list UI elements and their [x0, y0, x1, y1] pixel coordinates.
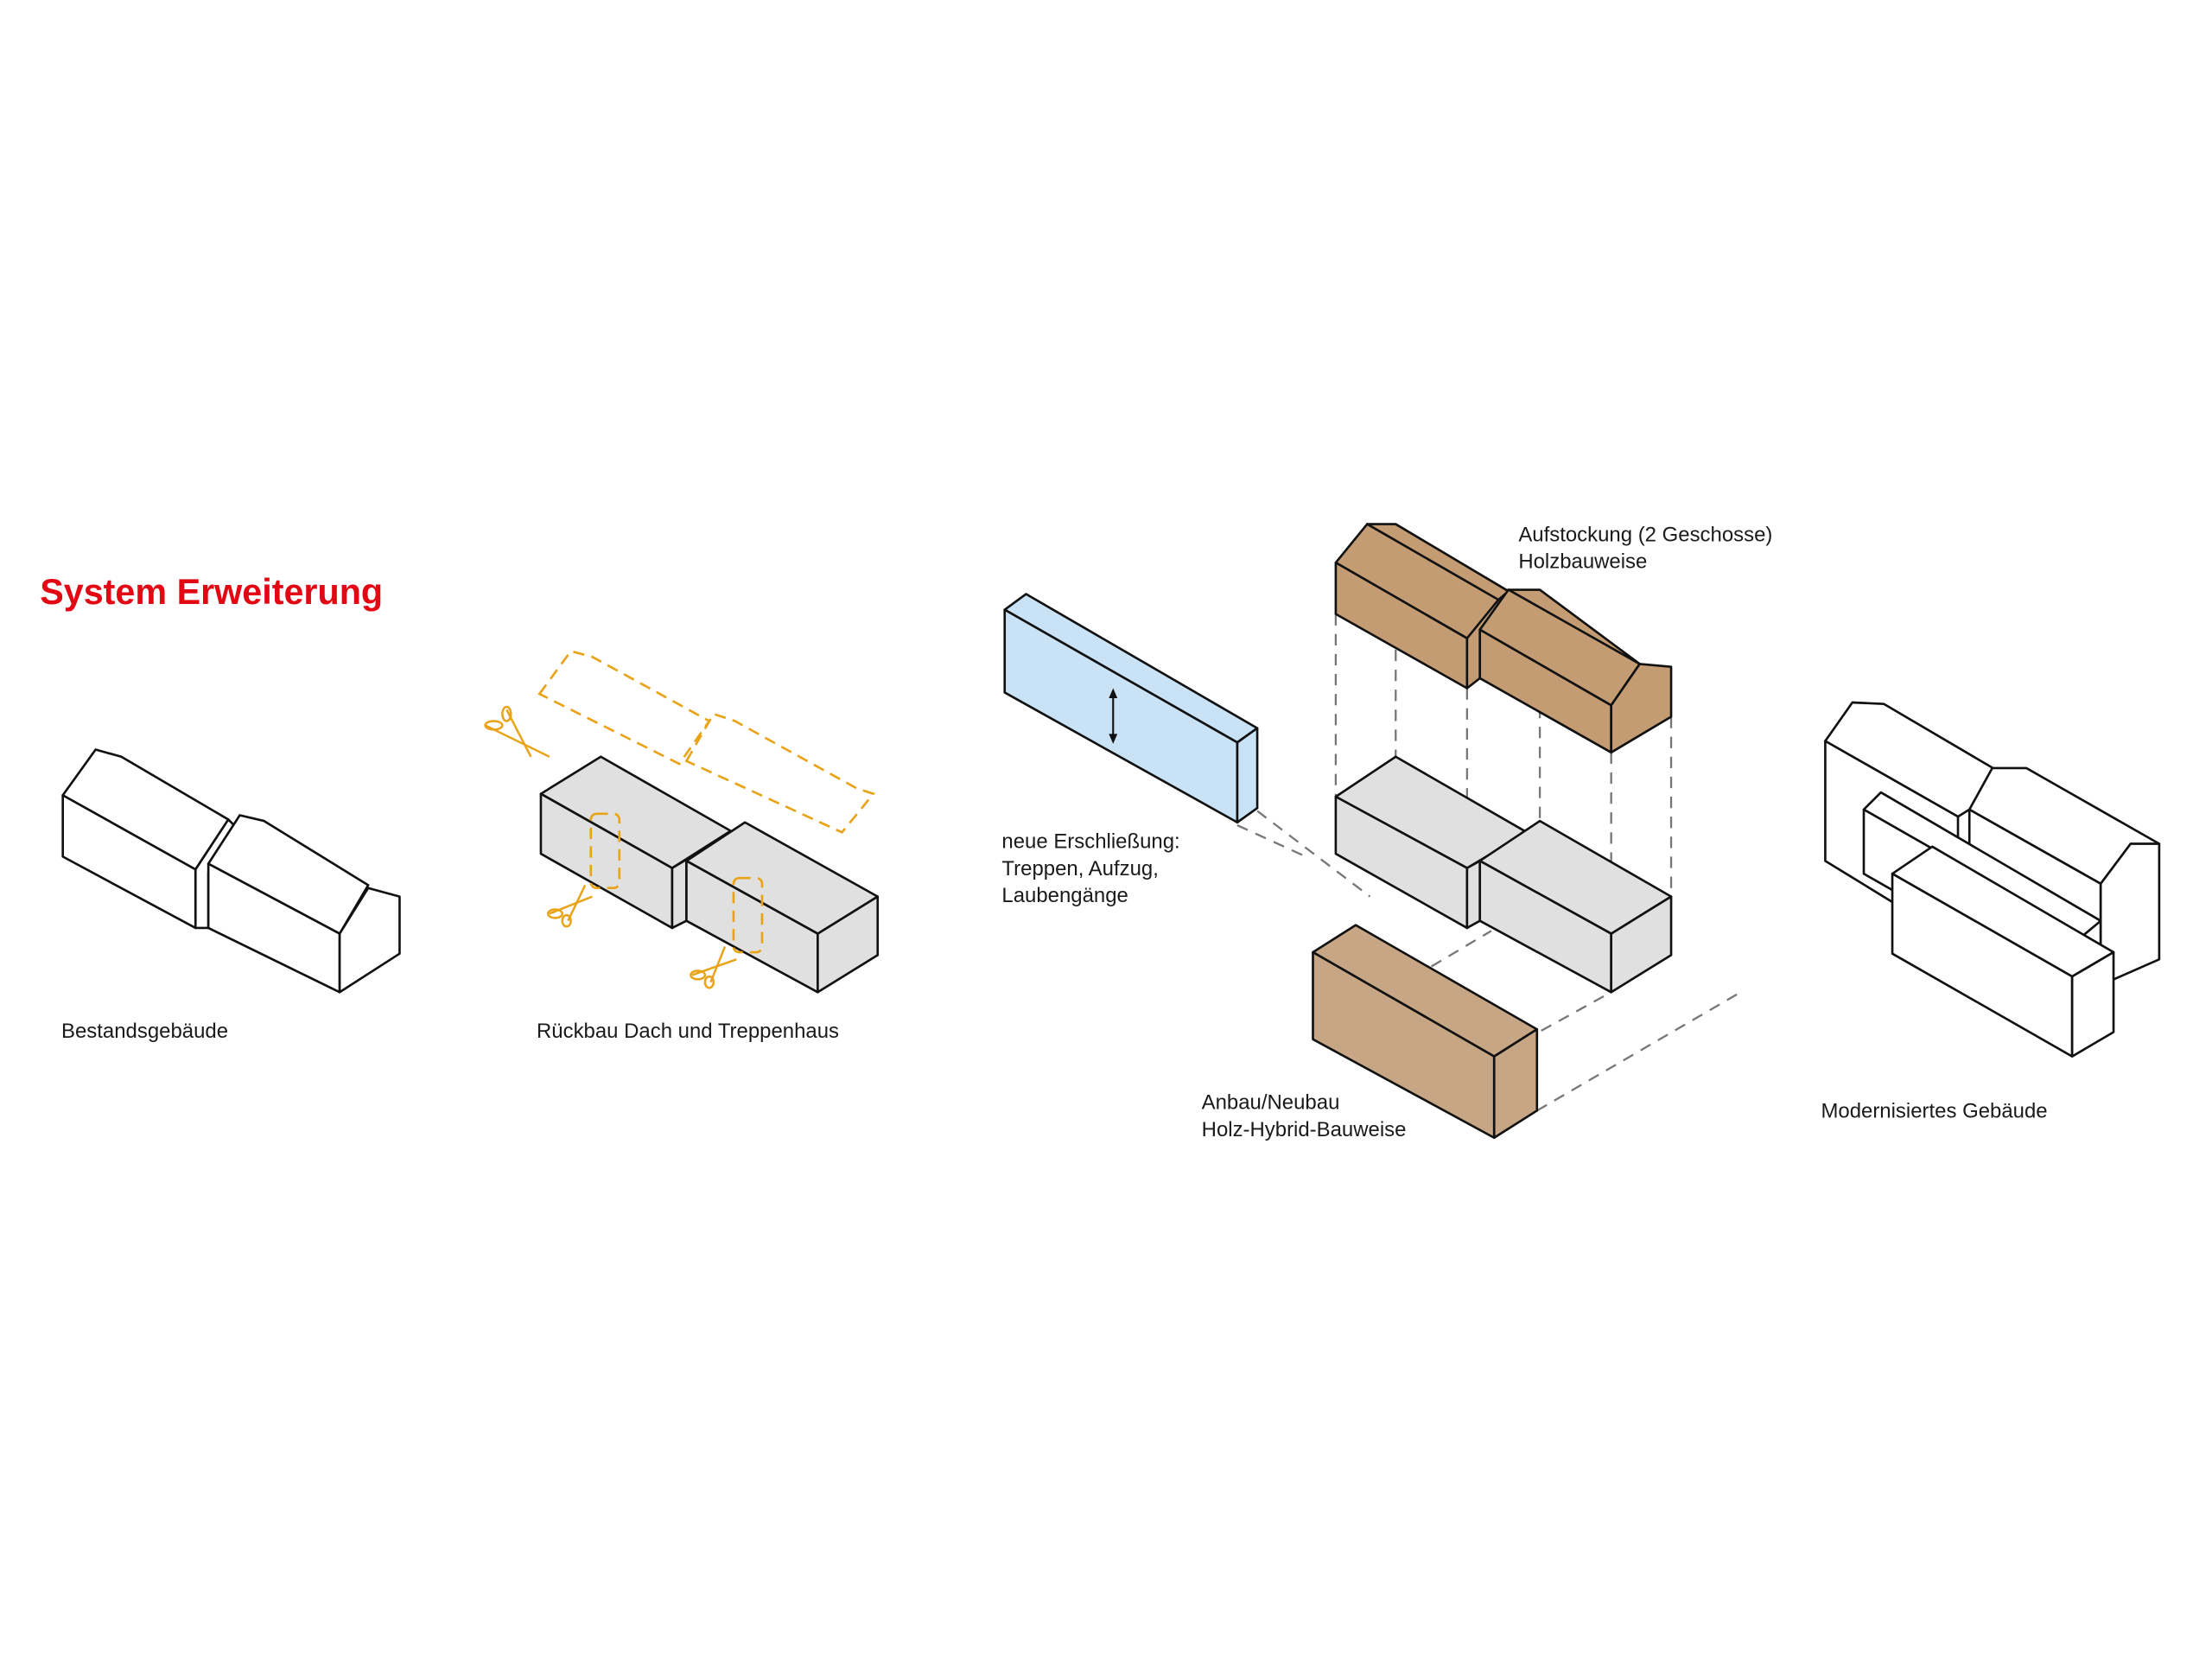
- label-existing-building: Bestandsgebäude: [61, 1020, 228, 1043]
- scissors-icon: [546, 884, 593, 928]
- label-new-access: neue Erschließung: Treppen, Aufzug, Laub…: [1001, 830, 1185, 907]
- modernized-building: [1824, 701, 2161, 1058]
- scissors-icon: [484, 705, 550, 758]
- vertical-arrow-icon: [1109, 688, 1118, 744]
- stairwell-outline: [732, 876, 764, 954]
- existing-base: [1334, 755, 1673, 994]
- demolition-step: [484, 650, 880, 994]
- label-annex: Anbau/Neubau Holz-Hybrid-Bauweise: [1202, 1091, 1407, 1141]
- annex-new-build: [1312, 924, 1539, 1140]
- diagram-title: System Erweiterung: [40, 572, 383, 612]
- new-access-element: [1003, 593, 1259, 824]
- scissors-icon: [690, 945, 737, 989]
- label-rooftop-extension: Aufstockung (2 Geschosse) Holzbauweise: [1518, 523, 1778, 573]
- dashed-guides: [1236, 613, 1739, 1112]
- label-demolition: Rückbau Dach und Treppenhaus: [537, 1020, 839, 1043]
- rooftop-extension: [1334, 523, 1673, 754]
- label-modernized: Modernisiertes Gebäude: [1821, 1100, 2047, 1123]
- existing-building: [61, 748, 401, 994]
- stairwell-outline: [589, 812, 621, 890]
